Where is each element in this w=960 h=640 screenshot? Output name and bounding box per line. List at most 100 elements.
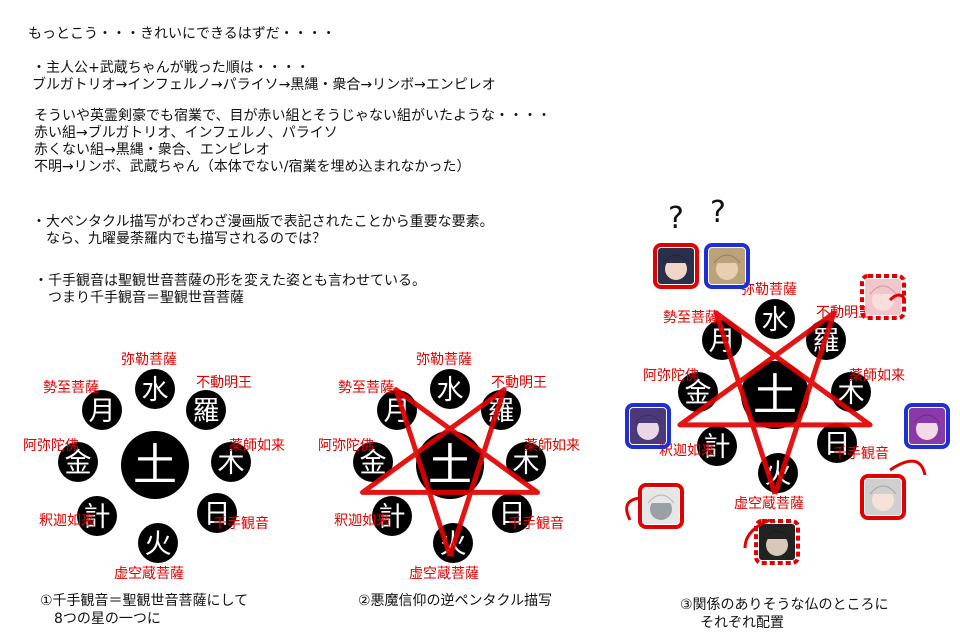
note-battle-2: ブルガトリオ→インフェルノ→パライソ→黒縄・衆合→リンボ→エンピレオ <box>32 77 496 93</box>
caption-3-line2: それぞれ配置 <box>700 615 784 631</box>
caption-3: ③関係のありそうな仏のところに それぞれ配置 <box>680 596 889 632</box>
caption-1-line1: ①千手観音＝聖観世音菩薩にして <box>40 593 249 609</box>
buddha-label: 虚空蔵菩薩 <box>409 566 479 582</box>
planet-6 <box>58 442 98 482</box>
planet-label: 水 <box>762 305 789 336</box>
portrait-fudo <box>860 274 906 320</box>
planet-7 <box>82 390 122 430</box>
portrait-hair <box>647 494 675 504</box>
portrait-unknown-blue <box>704 243 750 289</box>
buddha-label: 虚空蔵菩薩 <box>114 566 184 582</box>
planet-5 <box>372 496 412 536</box>
buddha-label: 勢至菩薩 <box>338 380 394 396</box>
buddha-label: 弥勒菩薩 <box>416 351 472 368</box>
planet-center-1 <box>121 431 189 499</box>
note-pentacle-2: なら、九曜曼荼羅内でも描写されるのでは？ <box>32 231 326 247</box>
connector-stroke <box>888 293 907 302</box>
connector-stroke <box>625 496 641 521</box>
portrait-frame <box>860 274 906 320</box>
planet-label: 計 <box>84 502 111 533</box>
portrait-yakushi <box>904 403 950 449</box>
note-sukugo-4: 不明→リンボ、武蔵ちゃん（本体でない/宿業を埋め込まれなかった） <box>34 159 471 175</box>
note-sukugo-1: そういや英霊剣豪でも宿業で、目が赤い組とそうじゃない組がいたような・・・・ <box>34 108 552 124</box>
buddha-label: 弥勒菩薩 <box>121 351 177 368</box>
portrait-frame <box>754 519 800 565</box>
connector-stroke <box>743 518 771 549</box>
planet-label: 月 <box>89 396 116 427</box>
question-mark: ? <box>668 201 684 236</box>
caption-2: ②悪魔信仰の逆ペンタクル描写 <box>358 592 552 610</box>
caption-3-line1: ③関係のありそうな仏のところに <box>680 597 889 613</box>
buddha-label: 阿弥陀佛 <box>643 367 699 384</box>
planet-label: 金 <box>65 448 92 479</box>
portrait-hair <box>913 414 941 424</box>
portrait-shaka <box>638 483 684 529</box>
planet-center-2 <box>416 431 484 499</box>
portrait-frame <box>653 243 699 289</box>
buddha-label: 不動明王 <box>196 375 252 391</box>
portrait-face <box>872 489 894 511</box>
note-line1: もっとこう・・・きれいにできるはずだ・・・・ <box>28 26 336 42</box>
note-sukugo: そういや英霊剣豪でも宿業で、目が赤い組とそうじゃない組がいたような・・・・ 赤い… <box>34 108 551 176</box>
portrait-hair <box>662 254 690 264</box>
portrait-hair <box>869 485 897 495</box>
planet-3 <box>492 493 532 533</box>
note-battle-order: ・主人公+武蔵ちゃんが戦った順は・・・・ ブルガトリオ→インフェルノ→パライソ→… <box>32 60 496 94</box>
buddha-label: 千手観音 <box>508 515 564 532</box>
caption-2-line1: ②悪魔信仰の逆ペンタクル描写 <box>358 593 553 609</box>
buddha-label: 千手観音 <box>213 515 269 532</box>
buddha-label: 薬師如来 <box>524 438 580 454</box>
planet-label: 金 <box>360 448 387 479</box>
portrait-frame <box>625 403 671 449</box>
buddha-label: 勢至菩薩 <box>663 310 719 326</box>
note-pentacle: ・大ペンタクル描写がわざわざ漫画版で表記されたことから重要な要素。 なら、九曜曼… <box>32 214 494 248</box>
planet-label: 木 <box>218 448 245 479</box>
character-icons: ?? <box>625 195 950 565</box>
buddha-label: 阿弥陀佛 <box>318 437 374 454</box>
planet-4 <box>758 453 798 493</box>
planet-center-label: 土 <box>753 370 797 421</box>
planet-5 <box>697 426 737 466</box>
portrait-face <box>637 418 659 440</box>
question-mark: ? <box>710 195 726 230</box>
planet-0 <box>755 299 795 339</box>
planet-5 <box>77 496 117 536</box>
planet-6 <box>353 442 393 482</box>
portrait-hair <box>713 254 741 264</box>
note-sukugo-2: 赤い組→ブルガトリオ、インフェルノ、パライソ <box>34 125 338 141</box>
buddha-label: 阿弥陀佛 <box>23 437 79 454</box>
portrait-hair <box>763 530 791 540</box>
portrait-frame <box>704 243 750 289</box>
portrait-kokuzo <box>754 519 800 565</box>
buddha-label: 釈迦如来 <box>39 513 95 529</box>
buddha-label: 勢至菩薩 <box>43 380 99 396</box>
caption-1: ①千手観音＝聖観世音菩薩にして 8つの星の一つに <box>40 592 248 628</box>
portrait-hair <box>869 285 897 295</box>
portrait-face <box>872 289 894 311</box>
planet-label: 計 <box>379 502 406 533</box>
planet-center-3 <box>741 361 809 429</box>
mandala-1: 土水羅木日火計金月弥勒菩薩不動明王薬師如来千手観音虚空蔵菩薩釈迦如来阿弥陀佛勢至… <box>23 351 285 582</box>
portrait-senju <box>860 474 906 520</box>
planet-7 <box>702 320 742 360</box>
planet-3 <box>817 423 857 463</box>
portrait-amida <box>625 403 671 449</box>
planet-label: 日 <box>499 499 526 530</box>
planet-0 <box>430 369 470 409</box>
buddha-label: 不動明王 <box>491 375 547 391</box>
buddha-label: 弥勒菩薩 <box>741 281 797 298</box>
planet-0 <box>135 369 175 409</box>
portrait-frame <box>860 474 906 520</box>
note-sukugo-3: 赤くない組→黒縄・衆合、エンピレオ <box>34 142 270 158</box>
planet-1 <box>186 390 226 430</box>
portrait-frame <box>904 403 950 449</box>
caption-1-line2: 8つの星の一つに <box>54 611 161 627</box>
buddha-label: 薬師如来 <box>229 438 285 454</box>
planet-label: 日 <box>824 429 851 460</box>
note-battle-1: ・主人公+武蔵ちゃんが戦った順は・・・・ <box>32 60 310 76</box>
note-senju-1: ・千手観音は聖観世音菩薩の形を変えた姿とも言わせている。 <box>34 273 426 289</box>
planet-label: 木 <box>513 448 540 479</box>
portrait-face <box>916 418 938 440</box>
portrait-hair <box>634 414 662 424</box>
buddha-label: 釈迦如来 <box>659 443 715 459</box>
